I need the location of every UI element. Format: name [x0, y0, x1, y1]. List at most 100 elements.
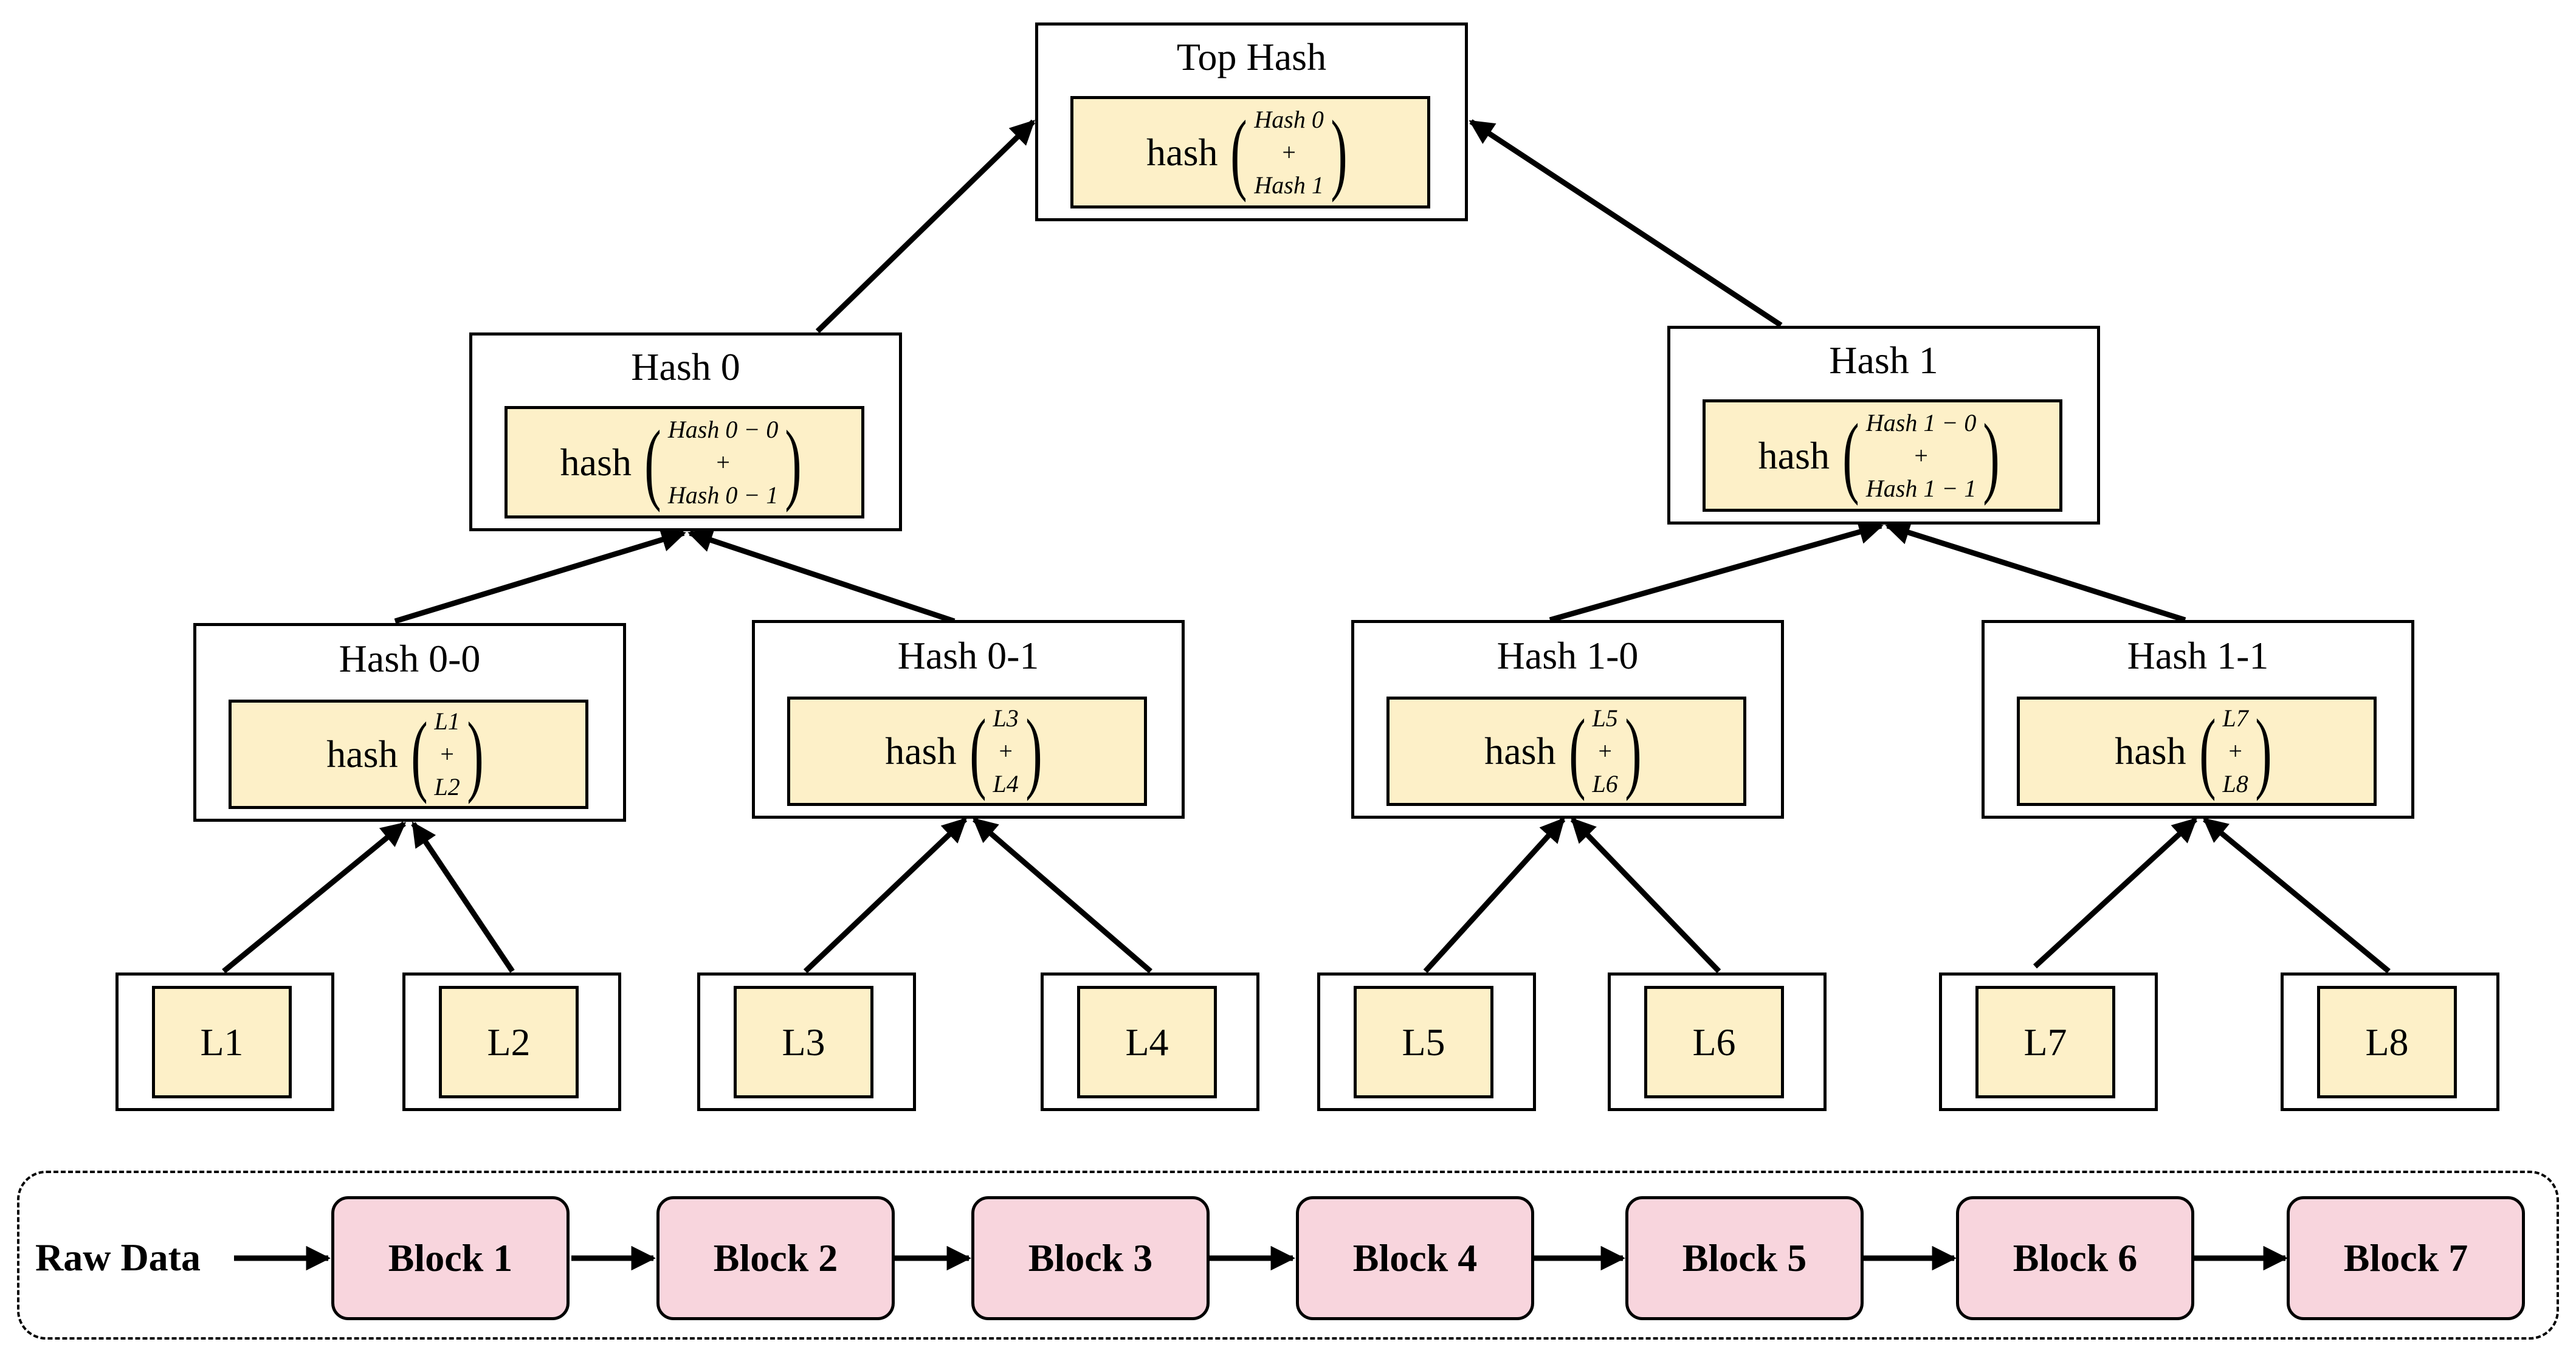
operand-b: Hash 0 − 1 [667, 481, 779, 509]
leaf-label: L7 [2023, 1020, 2067, 1064]
left-paren: ( [1842, 405, 1859, 506]
operand-b: L2 [434, 773, 460, 800]
operator: + [1598, 737, 1612, 765]
arrow-l3-to-h01 [803, 817, 968, 974]
arrow-h01-to-h0 [687, 528, 956, 624]
node-title: Top Hash [1176, 35, 1327, 78]
operand-b: Hash 1 [1254, 171, 1324, 199]
operand-a: Hash 0 − 0 [667, 415, 779, 443]
hash-1-1-node: Hash 1-1 hash ( L7 + L8 ) [1982, 620, 2414, 819]
leaf-node-l8: L8 [2281, 973, 2499, 1111]
operand-a: L7 [2222, 704, 2248, 732]
leaf-hash-cell: L2 [439, 986, 579, 1098]
leaf-node-l4: L4 [1041, 973, 1259, 1111]
operand-a: L1 [434, 707, 460, 735]
leaf-hash-cell: L3 [734, 986, 873, 1098]
arrow-l4-to-h01 [972, 817, 1152, 974]
hash-operands: L3 + L4 [993, 702, 1019, 800]
hash-formula: hash ( L1 + L2 ) [229, 700, 588, 809]
right-paren: ) [785, 411, 802, 513]
hash-operands: L1 + L2 [435, 705, 460, 804]
operand-a: L5 [1592, 704, 1618, 732]
data-block-3: Block 3 [971, 1196, 1210, 1320]
operator: + [716, 448, 730, 476]
node-title: Hash 1 [1829, 339, 1938, 382]
hash-operands: Hash 0 + Hash 1 [1254, 103, 1323, 202]
hash-function-label: hash [2115, 729, 2186, 773]
right-paren: ) [467, 704, 484, 805]
operand-b: Hash 1 − 1 [1865, 474, 1977, 502]
arrow-h00-to-h0 [394, 528, 686, 624]
node-title: Hash 1-1 [2127, 634, 2269, 677]
leaf-node-l1: L1 [115, 973, 334, 1111]
operator: + [440, 740, 454, 768]
leaf-node-l7: L7 [1939, 973, 2158, 1111]
leaf-label: L2 [487, 1020, 531, 1064]
leaf-hash-cell: L4 [1077, 986, 1217, 1098]
hash-function-label: hash [326, 732, 398, 776]
hash-formula: hash ( Hash 1 − 0 + Hash 1 − 1 ) [1703, 399, 2062, 512]
operand-b: L4 [993, 770, 1019, 797]
operator: + [2228, 737, 2242, 765]
right-paren: ) [1625, 701, 1642, 802]
left-paren: ( [2199, 701, 2216, 802]
hash-operands: L7 + L8 [2223, 702, 2248, 800]
leaf-label: L6 [1692, 1020, 1736, 1064]
operator: + [999, 737, 1013, 765]
operator: + [1914, 441, 1928, 469]
hash-operands: Hash 1 − 0 + Hash 1 − 1 [1866, 407, 1976, 505]
left-paren: ( [969, 701, 987, 802]
left-paren: ( [1568, 701, 1586, 802]
data-block-2: Block 2 [656, 1196, 895, 1320]
data-block-5: Block 5 [1625, 1196, 1864, 1320]
leaf-hash-cell: L6 [1644, 986, 1784, 1098]
hash-formula: hash ( Hash 0 − 0 + Hash 0 − 1 ) [505, 406, 864, 518]
hash-operands: Hash 0 − 0 + Hash 0 − 1 [668, 413, 778, 512]
arrow-l2-to-h00 [411, 821, 515, 973]
leaf-label: L5 [1402, 1020, 1445, 1064]
hash-operands: L5 + L6 [1593, 702, 1618, 800]
leaf-hash-cell: L8 [2317, 986, 2457, 1098]
raw-data-label: Raw Data [35, 1236, 201, 1279]
hash-function-label: hash [1146, 130, 1218, 174]
operand-a: Hash 0 [1254, 105, 1324, 133]
operand-b: L6 [1592, 770, 1618, 797]
node-title: Hash 0-1 [897, 634, 1039, 677]
leaf-node-l2: L2 [402, 973, 621, 1111]
data-block-7: Block 7 [2287, 1196, 2525, 1320]
hash-formula: hash ( L3 + L4 ) [787, 697, 1147, 806]
node-title: Hash 1-0 [1496, 634, 1639, 677]
hash-function-label: hash [1758, 433, 1830, 477]
hash-formula: hash ( L7 + L8 ) [2017, 697, 2377, 806]
data-block-1: Block 1 [331, 1196, 570, 1320]
left-paren: ( [1230, 102, 1248, 203]
right-paren: ) [1331, 102, 1348, 203]
arrow-h11-to-h1 [1885, 520, 2186, 623]
hash-1-0-node: Hash 1-0 hash ( L5 + L6 ) [1351, 620, 1784, 819]
hash-0-1-node: Hash 0-1 hash ( L3 + L4 ) [752, 620, 1185, 819]
operand-a: Hash 1 − 0 [1865, 408, 1977, 436]
data-block-4: Block 4 [1296, 1196, 1534, 1320]
right-paren: ) [1983, 405, 2000, 506]
leaf-node-l3: L3 [697, 973, 916, 1111]
leaf-label: L4 [1125, 1020, 1169, 1064]
hash-formula: hash ( Hash 0 + Hash 1 ) [1070, 96, 1430, 208]
leaf-label: L3 [782, 1020, 825, 1064]
hash-function-label: hash [885, 729, 957, 773]
arrow-h10-to-h1 [1549, 520, 1884, 623]
arrow-h0-to-top [815, 119, 1036, 334]
hash-function-label: hash [560, 440, 632, 484]
arrow-l6-to-h10 [1570, 817, 1721, 974]
hash-0-0-node: Hash 0-0 hash ( L1 + L2 ) [193, 623, 626, 822]
leaf-node-l5: L5 [1317, 973, 1536, 1111]
operand-a: L3 [993, 704, 1019, 732]
arrow-l8-to-h11 [2202, 817, 2391, 974]
arrow-l1-to-h00 [222, 821, 407, 974]
raw-data-container [17, 1171, 2559, 1340]
leaf-hash-cell: L5 [1354, 986, 1493, 1098]
leaf-label: L8 [2365, 1020, 2409, 1064]
operator: + [1282, 138, 1296, 166]
data-block-6: Block 6 [1956, 1196, 2194, 1320]
top-hash-node: Top Hash hash ( Hash 0 + Hash 1 ) [1035, 22, 1468, 221]
